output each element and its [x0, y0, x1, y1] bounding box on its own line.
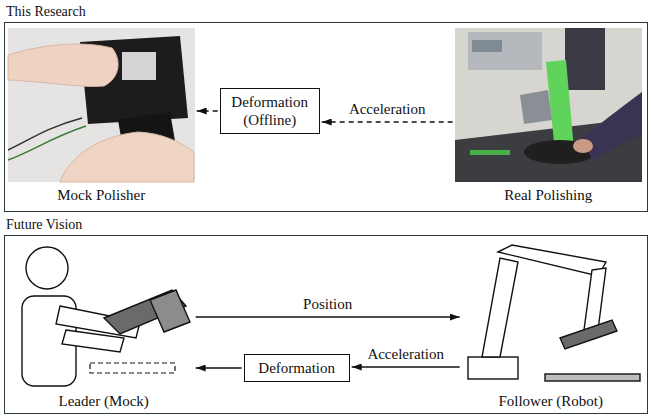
- panel-heading: Future Vision: [6, 216, 82, 233]
- panel: Future VisionLeader (Mock)DeformationFol…: [4, 235, 648, 414]
- green-frame: [546, 60, 574, 152]
- operator-legs: [565, 28, 605, 90]
- edge-label: Acceleration: [347, 101, 428, 118]
- photo-frame: Real Polishing: [455, 28, 642, 182]
- photo-frame: Mock Polisher: [8, 28, 195, 182]
- panel-heading: This Research: [6, 3, 86, 20]
- leader-figure: [22, 247, 190, 386]
- equipment: [468, 32, 542, 70]
- figure-frame: Follower (Robot): [462, 244, 640, 388]
- photo-ground: [455, 28, 642, 182]
- wire: [8, 118, 82, 150]
- end-effector: [560, 320, 617, 349]
- work-surface: [545, 374, 640, 381]
- hand: [573, 139, 593, 153]
- figure-frame: Leader (Mock): [14, 244, 194, 388]
- sensor-rig: [520, 90, 552, 124]
- figure-caption: Follower (Robot): [498, 393, 603, 410]
- head: [26, 247, 68, 289]
- arrow-connector: [196, 316, 460, 317]
- hand: [60, 132, 194, 182]
- arm: [62, 330, 124, 352]
- process-box: Deformation (Offline): [220, 88, 320, 134]
- edge-label: Acceleration: [365, 346, 446, 363]
- arrow-connector: [197, 110, 218, 111]
- process-box: Deformation: [244, 354, 350, 382]
- arrow-connector: [196, 367, 242, 368]
- robot-base: [468, 357, 518, 379]
- figure-caption: Leader (Mock): [59, 393, 149, 410]
- device-opening: [122, 52, 156, 80]
- robot-link: [584, 268, 606, 330]
- arrow-connector: [322, 121, 453, 122]
- photo-ground: [8, 28, 195, 182]
- hand: [8, 44, 118, 86]
- robot-figure: [468, 245, 640, 381]
- robot-link: [498, 245, 606, 276]
- robot-link: [482, 258, 518, 357]
- polishing-pad: [524, 140, 596, 164]
- equipment: [472, 40, 502, 52]
- virtual-surface: [90, 363, 175, 373]
- arrow-connector: [352, 366, 460, 367]
- box-label: Deformation (Offline): [226, 93, 314, 129]
- tape: [470, 150, 510, 155]
- real-polishing-photo: [455, 28, 642, 182]
- figure-caption: Mock Polisher: [57, 187, 145, 204]
- panel: This ResearchMock PolisherDeformation (O…: [4, 22, 648, 212]
- figure-caption: Real Polishing: [504, 187, 592, 204]
- box-label: Deformation: [258, 359, 335, 377]
- mock-polisher-photo: [8, 28, 195, 182]
- edge-label: Position: [301, 296, 354, 313]
- wire: [8, 126, 86, 160]
- mock-handle: [150, 290, 190, 332]
